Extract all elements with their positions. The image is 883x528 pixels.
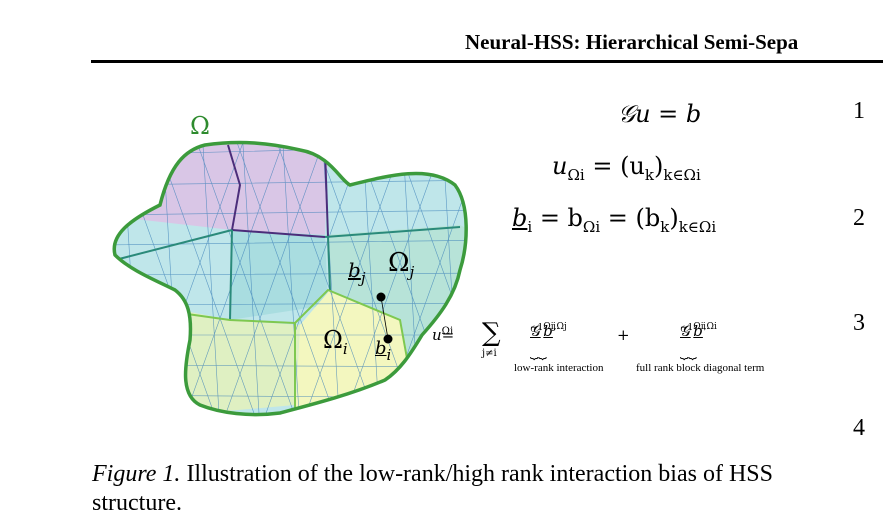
line-number: 2 <box>853 205 865 231</box>
omega-i-label: Ωi <box>323 326 348 358</box>
omega-j-label: Ωj <box>388 248 415 281</box>
caption-label: Figure 1. <box>92 461 181 487</box>
line-number: 3 <box>853 310 865 336</box>
equation-1: 𝒢u = b <box>618 100 702 128</box>
mesh-figure <box>112 140 468 417</box>
header-rule <box>91 60 883 63</box>
bi-label: bi <box>375 338 392 364</box>
header-title: Neural-HSS: Hierarchical Semi-Sepa <box>465 30 799 54</box>
equation-3: bi = bΩi = (bk)k∈Ωi <box>512 204 717 236</box>
bj-label: bj <box>348 258 366 287</box>
omega-label: Ω <box>190 112 210 140</box>
line-number: 1 <box>853 98 865 124</box>
figure-caption: Figure 1. Illustration of the low-rank/h… <box>92 460 852 518</box>
line-number: 4 <box>853 415 865 441</box>
equation-2: uΩi = (uk)k∈Ωi <box>552 152 701 184</box>
caption-text: Illustration of the low-rank/high rank i… <box>92 461 773 516</box>
